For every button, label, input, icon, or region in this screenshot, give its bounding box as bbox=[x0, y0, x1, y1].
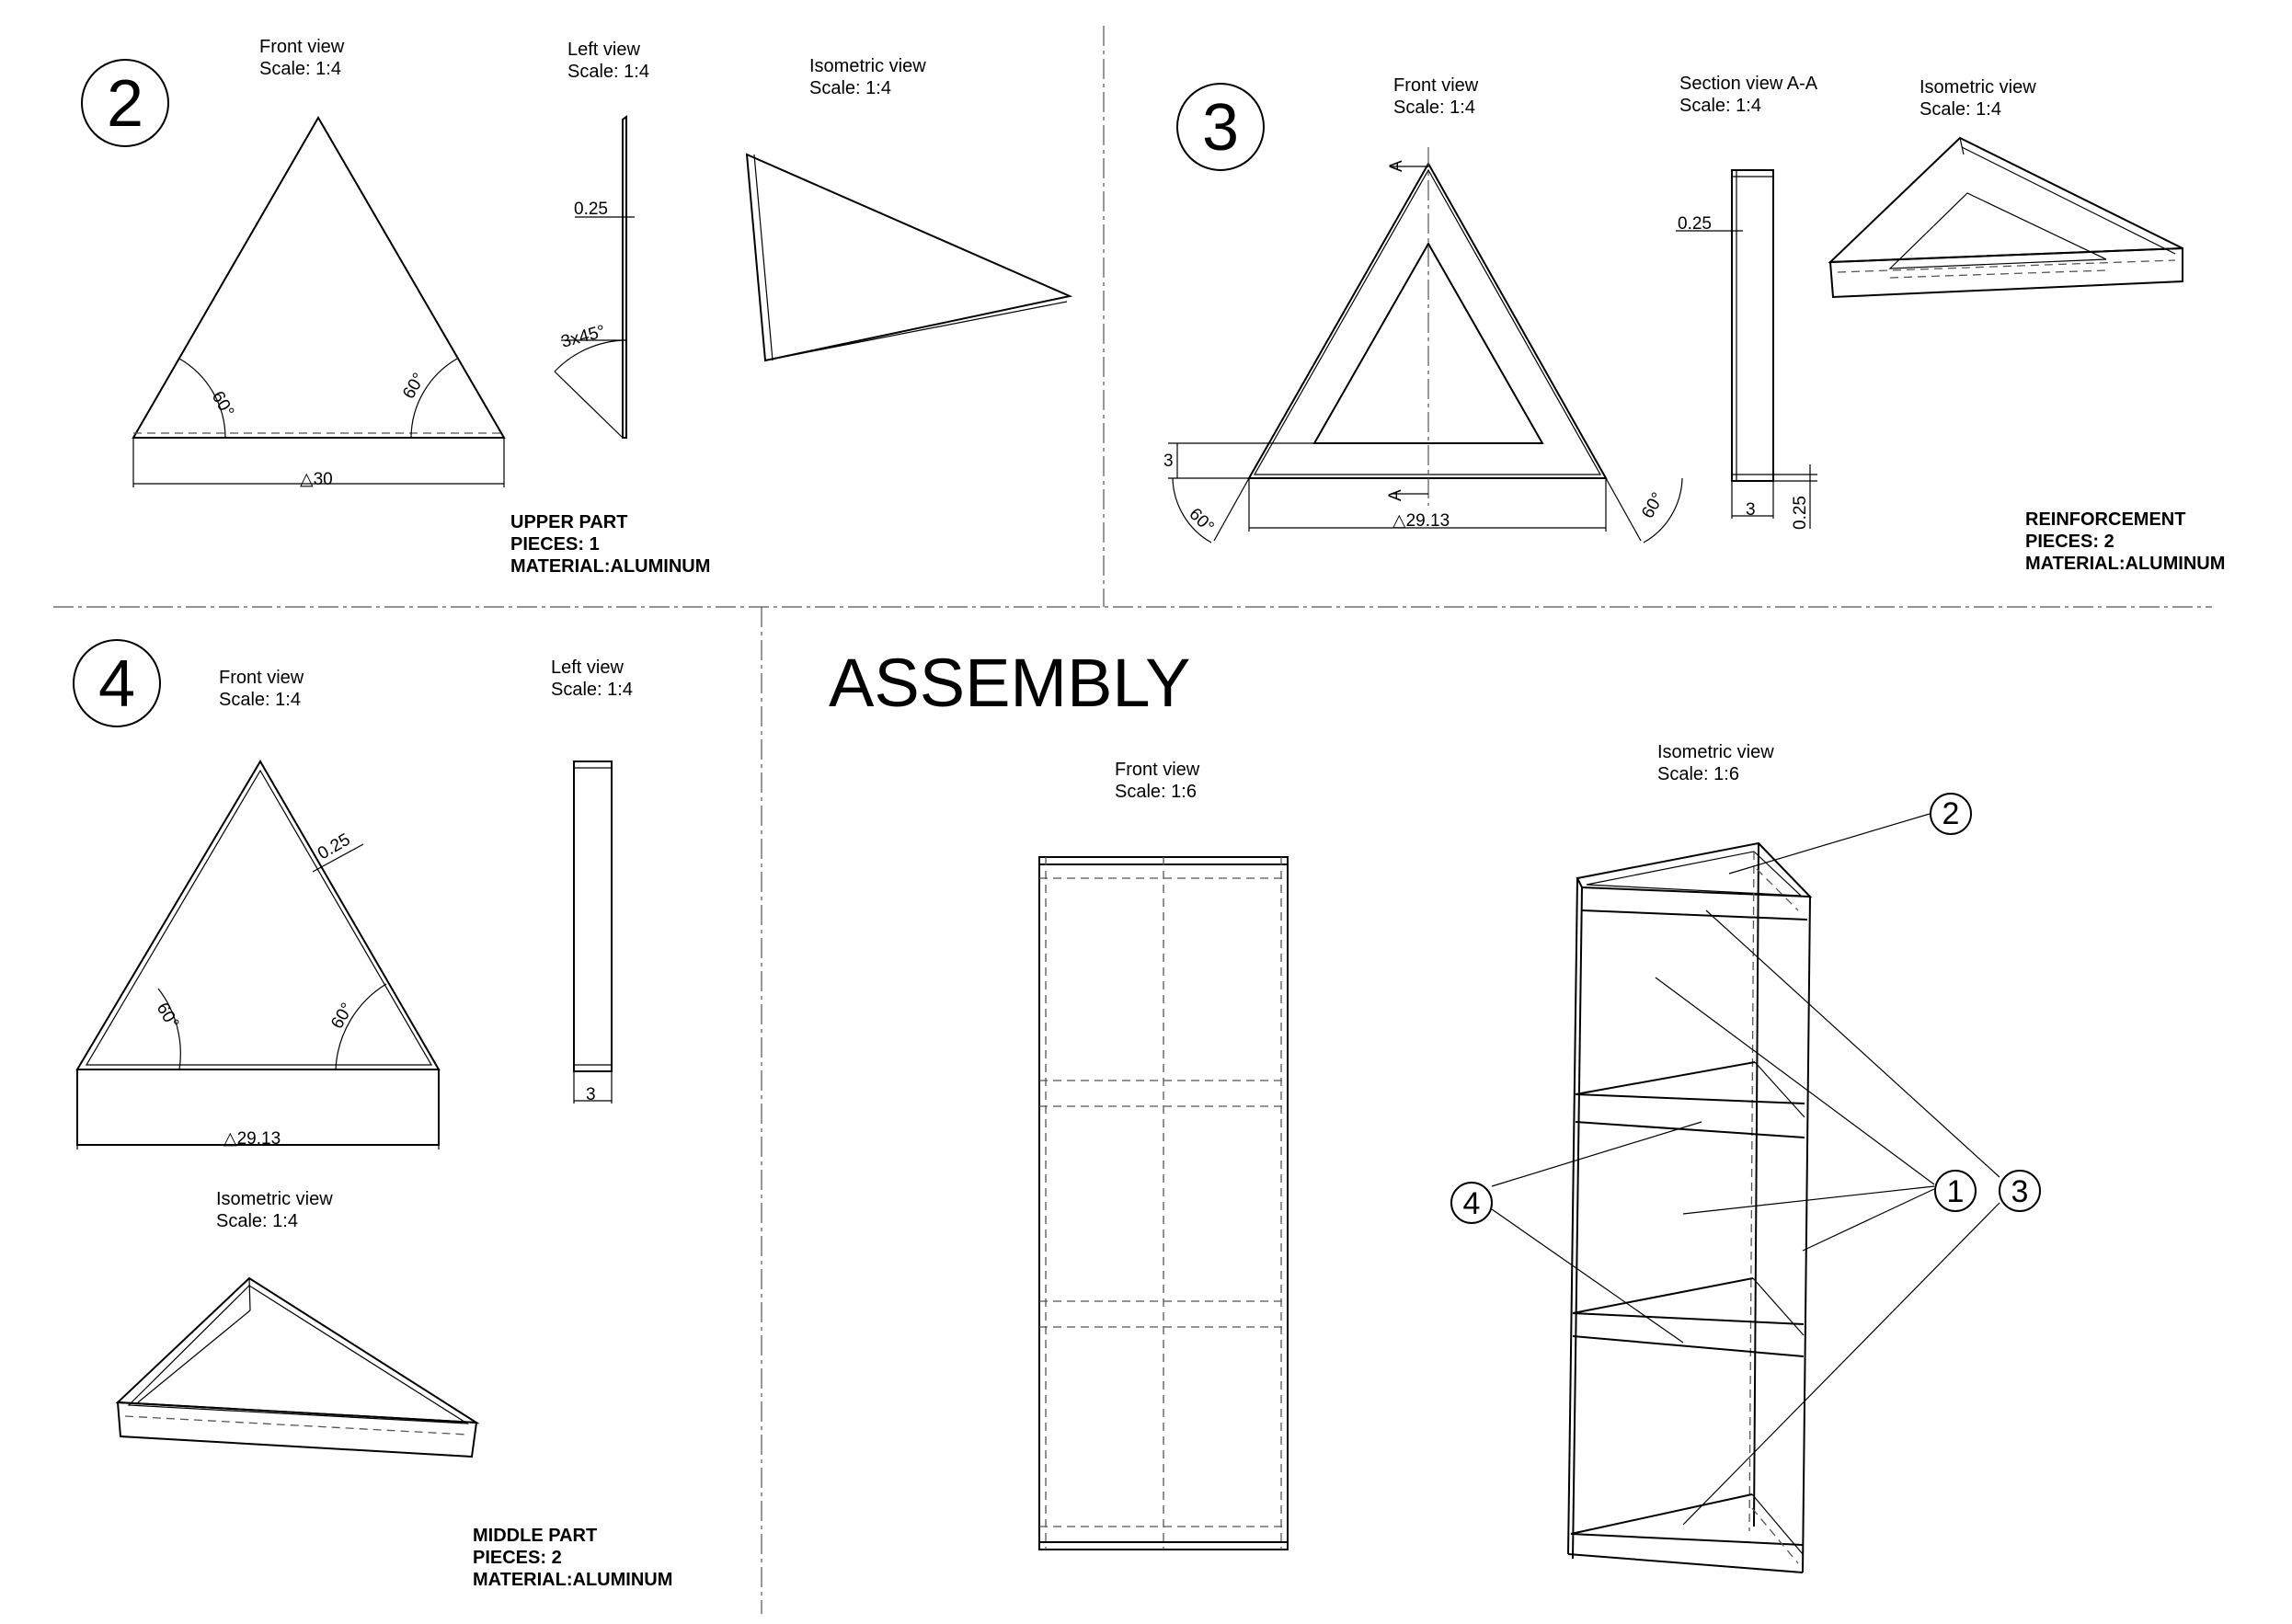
balloon-2 bbox=[1930, 793, 1972, 835]
chamfer-dim: 3x45° bbox=[559, 322, 608, 352]
angle-right-dim: 60° bbox=[399, 370, 430, 402]
cut-marker-bottom: A bbox=[1386, 489, 1405, 501]
thickness-dim: 0.25 bbox=[574, 200, 608, 219]
thickness-dim: 0.25 bbox=[315, 830, 354, 864]
side-length-dim: △30 bbox=[300, 470, 333, 489]
section-view-scale: Scale: 1:4 bbox=[1679, 96, 1761, 116]
iso-view-scale: Scale: 1:4 bbox=[1920, 99, 2001, 120]
section-view-drawing bbox=[1676, 169, 1817, 529]
side-length-dim: △29.13 bbox=[1392, 511, 1450, 531]
angle-left-dim: 60° bbox=[153, 1000, 183, 1032]
left-view-drawing bbox=[573, 761, 613, 1104]
part-note-material: MATERIAL:ALUMINUM bbox=[473, 1570, 672, 1590]
section-view-title: Section view A-A bbox=[1679, 74, 1818, 94]
iso-view-drawing bbox=[1828, 136, 2183, 299]
assembly-iso-view-drawing bbox=[1567, 841, 1813, 1573]
front-view-scale: Scale: 1:4 bbox=[259, 59, 341, 79]
balloon-1-label: 1 bbox=[1947, 1174, 1965, 1209]
iso-view-scale: Scale: 1:4 bbox=[809, 78, 891, 98]
part-note-name: MIDDLE PART bbox=[473, 1526, 597, 1546]
iso-view-title: Isometric view bbox=[809, 56, 926, 76]
part-3-panel: 3 Front view Scale: 1:4 A A 3 △29.13 60°… bbox=[1163, 74, 2225, 574]
assembly-iso-view-scale: Scale: 1:6 bbox=[1657, 764, 1739, 784]
iso-view-title: Isometric view bbox=[1920, 77, 2036, 97]
left-view-drawing bbox=[554, 115, 635, 439]
balloon-3 bbox=[1999, 1170, 2041, 1212]
balloon-2-label: 2 bbox=[1942, 796, 1960, 831]
width-dim: 3 bbox=[586, 1085, 596, 1104]
part-note-material: MATERIAL:ALUMINUM bbox=[510, 556, 710, 577]
section-thickness-dim: 0.25 bbox=[1678, 214, 1712, 234]
height-dim: 3 bbox=[1163, 452, 1174, 471]
left-view-title: Left view bbox=[567, 40, 640, 60]
section-width-dim: 3 bbox=[1746, 500, 1756, 520]
part-number-circle bbox=[73, 639, 161, 727]
left-view-scale: Scale: 1:4 bbox=[567, 62, 649, 82]
part-note-pieces: PIECES: 1 bbox=[510, 534, 600, 555]
front-view-drawing bbox=[132, 116, 506, 487]
part-number: 4 bbox=[98, 647, 135, 721]
part-2-panel: 2 Front view Scale: 1:4 60° 60° △30 Left… bbox=[81, 37, 1073, 577]
balloon-4-label: 4 bbox=[1463, 1186, 1481, 1221]
side-length-dim: △29.13 bbox=[223, 1129, 281, 1149]
left-view-scale: Scale: 1:4 bbox=[551, 680, 633, 700]
sheet-dividers bbox=[53, 26, 2212, 1614]
balloon-1 bbox=[1934, 1170, 1977, 1212]
front-view-drawing bbox=[75, 760, 441, 1149]
angle-left-dim: 60° bbox=[208, 388, 238, 420]
assembly-front-view-title: Front view bbox=[1115, 760, 1200, 780]
balloon-3-label: 3 bbox=[2011, 1174, 2029, 1209]
assembly-front-view-drawing bbox=[1038, 856, 1289, 1550]
part-number-circle bbox=[1176, 83, 1265, 171]
part-note-name: REINFORCEMENT bbox=[2025, 509, 2185, 530]
part-note-pieces: PIECES: 2 bbox=[473, 1548, 562, 1568]
assembly-panel: ASSEMBLY Front view Scale: 1:6 Isometric… bbox=[829, 645, 2041, 1573]
iso-view-scale: Scale: 1:4 bbox=[216, 1211, 298, 1231]
iso-view-drawing bbox=[745, 153, 1073, 362]
front-view-title: Front view bbox=[259, 37, 345, 57]
assembly-title: ASSEMBLY bbox=[829, 645, 1190, 721]
cut-marker-top: A bbox=[1387, 160, 1406, 172]
assembly-iso-view-title: Isometric view bbox=[1657, 742, 1774, 762]
angle-right-dim: 60° bbox=[1638, 489, 1668, 521]
front-view-title: Front view bbox=[219, 668, 304, 688]
part-4-panel: 4 Front view Scale: 1:4 0.25 60° 60° △29… bbox=[73, 639, 672, 1590]
part-note-material: MATERIAL:ALUMINUM bbox=[2025, 554, 2225, 574]
part-note-pieces: PIECES: 2 bbox=[2025, 532, 2114, 552]
balloon-leaders bbox=[1491, 813, 2000, 1526]
part-number: 2 bbox=[107, 67, 143, 141]
front-view-scale: Scale: 1:4 bbox=[1393, 97, 1475, 118]
part-note-name: UPPER PART bbox=[510, 512, 627, 532]
front-view-scale: Scale: 1:4 bbox=[219, 690, 301, 710]
part-number-circle bbox=[81, 59, 169, 147]
iso-view-title: Isometric view bbox=[216, 1189, 333, 1209]
angle-left-dim: 60° bbox=[1185, 505, 1217, 537]
balloon-4 bbox=[1450, 1182, 1493, 1224]
front-view-drawing bbox=[1168, 147, 1683, 543]
iso-view-drawing bbox=[115, 1276, 480, 1458]
left-view-title: Left view bbox=[551, 658, 624, 678]
section-height-dim: 0.25 bbox=[1791, 496, 1810, 530]
part-number: 3 bbox=[1202, 91, 1239, 165]
assembly-front-view-scale: Scale: 1:6 bbox=[1115, 782, 1197, 802]
angle-right-dim: 60° bbox=[327, 1000, 358, 1032]
front-view-title: Front view bbox=[1393, 75, 1479, 96]
